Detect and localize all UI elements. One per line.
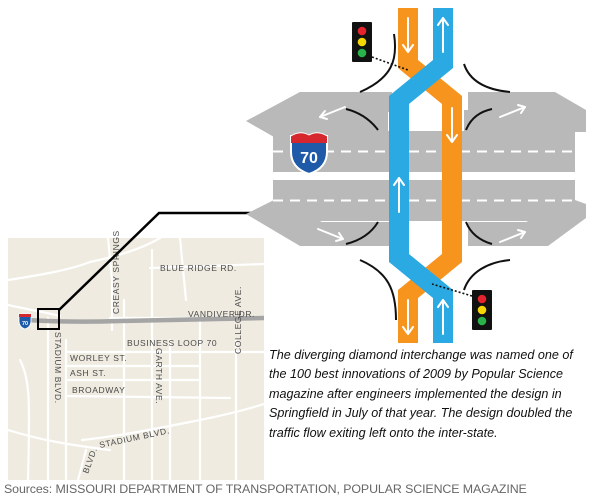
map-label-vandiver: VANDIVER DR.	[188, 309, 255, 319]
orange-lane-path	[398, 8, 462, 343]
arrow-down-icon	[402, 17, 414, 53]
arrow-up-icon	[437, 299, 449, 335]
orange-lanes	[398, 8, 462, 343]
blue-lane-path	[389, 8, 453, 343]
arrow-downleft-icon	[317, 228, 344, 242]
map-interstate-shield-icon: 70	[18, 313, 32, 330]
map-label-creasy-springs: CREASY SPRINGS	[111, 230, 121, 314]
map-label-garth: GARTH AVE.	[154, 348, 164, 404]
traffic-light-icon	[352, 22, 409, 71]
arrow-up-icon	[437, 17, 449, 53]
map-label-broadway: BROADWAY	[72, 385, 125, 395]
map-label-business-loop: BUSINESS LOOP 70	[127, 338, 217, 348]
arrow-upleft-icon	[319, 106, 346, 120]
arrow-down-icon	[402, 299, 414, 335]
map-streets	[8, 238, 264, 480]
interstate-shield-icon: 70	[290, 132, 328, 176]
location-marker-box	[37, 308, 60, 330]
arrow-downright-icon	[499, 229, 526, 243]
connector-line	[58, 211, 270, 311]
arrow-down-icon	[446, 107, 458, 143]
map-label-stadium-blvd-vertical: STADIUM BLVD.	[53, 332, 63, 404]
map-i70-highway	[27, 315, 264, 324]
interchange-diagram: BLUE RIDGE RD. VANDIVER DR. BUSINESS LOO…	[8, 8, 586, 480]
shield-number: 70	[300, 150, 318, 167]
map-label-college: COLLEGE AVE.	[233, 286, 243, 354]
direction-arrows	[317, 17, 526, 335]
ramp-upper-right-band	[468, 92, 586, 132]
ramp-edge-curves	[345, 33, 511, 321]
map-label-blue-ridge: BLUE RIDGE RD.	[160, 263, 237, 273]
interchange: 70	[246, 8, 586, 343]
map-shield-number: 70	[22, 321, 28, 327]
arrow-up-icon	[393, 177, 405, 213]
map-label-ash: ASH ST.	[70, 368, 106, 378]
arrow-upright-icon	[499, 104, 526, 118]
blue-lanes	[389, 8, 453, 343]
map-label-worley: WORLEY ST.	[70, 353, 127, 363]
locator-map: BLUE RIDGE RD. VANDIVER DR. BUSINESS LOO…	[8, 230, 264, 480]
ramp-upper-left-band	[246, 92, 392, 137]
caption-text: The diverging diamond interchange was na…	[269, 348, 573, 440]
source-credit: Sources: MISSOURI DEPARTMENT OF TRANSPOR…	[4, 482, 527, 496]
interstate-eastbound-lanes	[273, 180, 575, 221]
traffic-light-icon	[431, 283, 492, 330]
